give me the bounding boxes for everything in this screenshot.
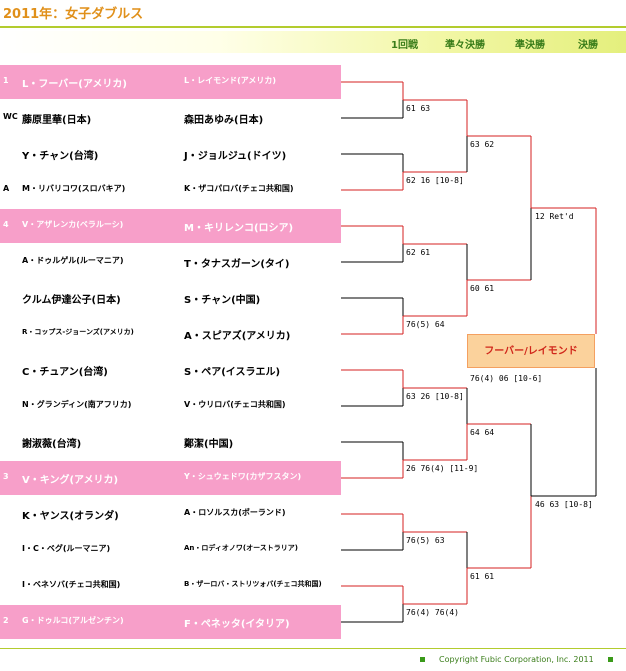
footer-divider — [0, 648, 626, 649]
round-label-final: 決勝 — [578, 40, 598, 51]
player-name[interactable]: V・ウリロバ(チェコ共和国) — [184, 400, 286, 409]
player-name[interactable]: 謝淑薇(台湾) — [22, 439, 82, 450]
seed-label: 4 — [3, 220, 9, 229]
player-name[interactable]: C・チュアン(台湾) — [22, 367, 108, 378]
player-name[interactable]: 藤原里華(日本) — [22, 115, 92, 126]
player-name[interactable]: M・キリレンコ(ロシア) — [184, 223, 294, 234]
player-name[interactable]: V・キング(アメリカ) — [22, 475, 119, 486]
score-sf-1: 12 Ret'd — [535, 212, 574, 221]
player-name[interactable]: L・レイモンド(アメリカ) — [184, 76, 277, 85]
player-name[interactable]: An・ロディオノワ(オーストラリア) — [184, 544, 298, 552]
bullet-icon — [607, 657, 613, 662]
player-name[interactable]: T・タナスガーン(タイ) — [184, 259, 290, 270]
player-name[interactable]: A・ドゥルゲル(ルーマニア) — [22, 256, 124, 265]
score-r1-5: 63 26 [10-8] — [406, 392, 464, 401]
seeded-row-bg — [0, 65, 341, 99]
round-label-qf: 準々決勝 — [445, 40, 485, 51]
player-name[interactable]: Y・チャン(台湾) — [22, 151, 99, 162]
seed-label: A — [3, 184, 10, 193]
player-name[interactable]: Y・シュウェドワ(カザフスタン) — [184, 472, 302, 481]
round-label-sf: 準決勝 — [515, 40, 545, 51]
player-name[interactable]: R・コップス-ジョーンズ(アメリカ) — [22, 328, 134, 336]
seed-label: 1 — [3, 76, 9, 85]
seeded-row-bg — [0, 461, 341, 495]
seed-label: 3 — [3, 472, 9, 481]
score-qf-4: 61 61 — [470, 572, 495, 581]
seed-label: 2 — [3, 616, 9, 625]
player-name[interactable]: 森田あゆみ(日本) — [184, 115, 264, 126]
player-name[interactable]: K・ザコパロバ(チェコ共和国) — [184, 184, 294, 193]
copyright-text: Copyright Fubic Corporation, Inc. 2011 — [439, 655, 594, 664]
score-qf-3: 64 64 — [470, 428, 495, 437]
page-title: 2011年：女子ダブルス — [3, 7, 144, 22]
footer: Copyright Fubic Corporation, Inc. 2011 — [420, 655, 613, 664]
player-name[interactable]: クルム伊達公子(日本) — [22, 295, 121, 306]
player-name[interactable]: M・リバリコワ(スロバキア) — [22, 184, 126, 193]
score-r1-6: 26 76(4) [11-9] — [406, 464, 479, 473]
score-r1-2: 62 16 [10-8] — [406, 176, 464, 185]
player-name[interactable]: G・ドゥルコ(アルゼンチン) — [22, 616, 124, 625]
player-name[interactable]: S・ペア(イスラエル) — [184, 367, 281, 378]
player-name[interactable]: L・フーバー(アメリカ) — [22, 79, 127, 90]
score-qf-1: 63 62 — [470, 140, 495, 149]
player-name[interactable]: F・ペネッタ(イタリア) — [184, 619, 290, 630]
title-divider — [0, 26, 626, 28]
score-r1-1: 61 63 — [406, 104, 431, 113]
score-sf-2: 46 63 [10-8] — [535, 500, 593, 509]
champion-box: フーバー/レイモンド — [467, 334, 595, 368]
player-name[interactable]: K・ヤンス(オランダ) — [22, 511, 119, 522]
player-name[interactable]: S・チャン(中国) — [184, 295, 261, 306]
score-qf-2: 60 61 — [470, 284, 495, 293]
player-name[interactable]: I・C・ベグ(ルーマニア) — [22, 544, 111, 553]
score-final: 76(4) 06 [10-6] — [470, 374, 543, 383]
player-name[interactable]: V・アザレンカ(ベラルーシ) — [22, 220, 124, 229]
bullet-icon — [420, 657, 425, 662]
player-name[interactable]: J・ジョルジュ(ドイツ) — [184, 151, 287, 162]
rounds-header: 1回戦 準々決勝 準決勝 決勝 — [0, 31, 626, 53]
player-name[interactable]: 鄭潔(中国) — [184, 439, 234, 450]
score-r1-7: 76(5) 63 — [406, 536, 445, 545]
score-r1-4: 76(5) 64 — [406, 320, 445, 329]
score-r1-8: 76(4) 76(4) — [406, 608, 459, 617]
player-name[interactable]: A・スピアズ(アメリカ) — [184, 331, 291, 342]
player-name[interactable]: N・グランディン(南アフリカ) — [22, 400, 132, 409]
player-name[interactable]: B・ザーロバ・ストリツォバ(チェコ共和国) — [184, 580, 322, 588]
seeded-row-bg — [0, 209, 341, 243]
score-r1-3: 62 61 — [406, 248, 431, 257]
seed-label: WC — [3, 112, 18, 121]
player-name[interactable]: A・ロソルスカ(ポーランド) — [184, 508, 286, 517]
player-name[interactable]: I・ベネソバ(チェコ共和国) — [22, 580, 121, 589]
round-label-r1: 1回戦 — [391, 40, 418, 51]
seeded-row-bg — [0, 605, 341, 639]
